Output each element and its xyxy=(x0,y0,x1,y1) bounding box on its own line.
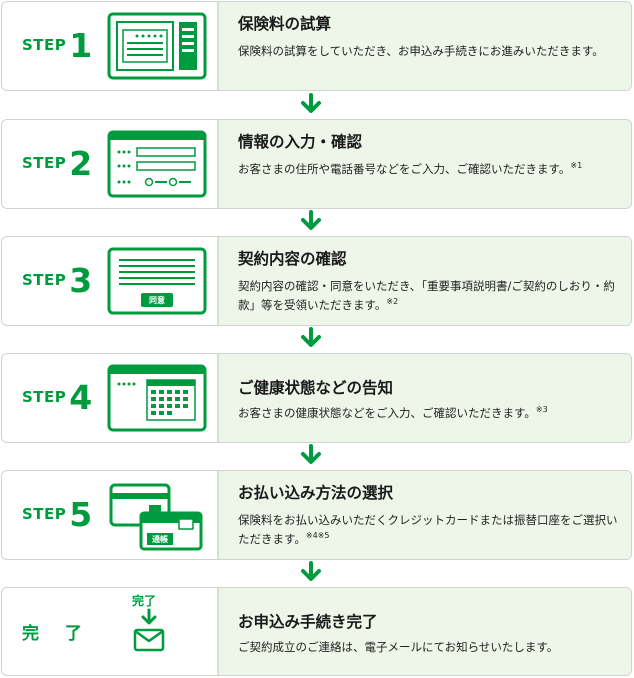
step-5-description: 保険料をお払い込みいただくクレジットカードまたは振替口座をご選択いただきます。※… xyxy=(238,513,618,546)
final-icon-label: 完了 xyxy=(131,594,156,608)
step-3-title: 契約内容の確認 xyxy=(238,250,347,268)
final-step-content xyxy=(217,588,631,675)
step-4-description: お客さまの健康状態などをご入力、ご確認いただきます。※3 xyxy=(238,405,548,420)
svg-text:通帳: 通帳 xyxy=(152,534,168,544)
step-5-note: ※4※5 xyxy=(305,531,330,541)
step-5-content xyxy=(217,471,631,559)
step-3-content xyxy=(217,237,631,325)
final-step-label: 完 了 xyxy=(22,623,92,644)
step-4-content xyxy=(217,354,631,442)
document-agree-icon: 同意 xyxy=(107,245,207,317)
step-3-note: ※2 xyxy=(386,297,399,307)
down-arrow-icon xyxy=(301,93,321,113)
down-arrow-icon xyxy=(301,327,321,347)
step-4-note: ※3 xyxy=(535,405,548,415)
final-step-title: お申込み手続き完了 xyxy=(238,613,378,631)
form-input-icon xyxy=(107,128,207,200)
card-passbook-icon: 通帳 xyxy=(107,479,207,551)
step-4-title: ご健康状態などの告知 xyxy=(238,379,394,397)
down-arrow-icon xyxy=(301,561,321,581)
step-2-note: ※1 xyxy=(570,161,583,171)
step-1-content xyxy=(217,2,631,90)
step-2-title: 情報の入力・確認 xyxy=(238,133,363,151)
final-step-card: 完 了 完了 お申込み手続き完了 ご契約成立のご連絡は、電子メールにてお知らせい… xyxy=(1,587,632,676)
mail-envelope-icon xyxy=(107,608,207,675)
step-1-title: 保険料の試算 xyxy=(238,15,332,33)
step-1-description: 保険料の試算をしていただき、お申込み手続きにお進みいただきます。 xyxy=(238,44,604,58)
svg-text:同意: 同意 xyxy=(149,295,165,305)
down-arrow-icon xyxy=(301,210,321,230)
calculator-screen-icon xyxy=(107,10,207,82)
step-5-title: お払い込み方法の選択 xyxy=(238,484,394,502)
step-2-description: お客さまの住所や電話番号などをご入力、ご確認いただきます。※1 xyxy=(238,161,583,176)
step-3-description: 契約内容の確認・同意をいただき、「重要事項説明書/ご契約のしおり・約款」等を受領… xyxy=(238,279,615,312)
final-step-description: ご契約成立のご連絡は、電子メールにてお知らせいたします。 xyxy=(238,640,559,654)
down-arrow-icon xyxy=(301,444,321,464)
step-2-content xyxy=(217,120,631,208)
health-form-icon xyxy=(107,362,207,434)
